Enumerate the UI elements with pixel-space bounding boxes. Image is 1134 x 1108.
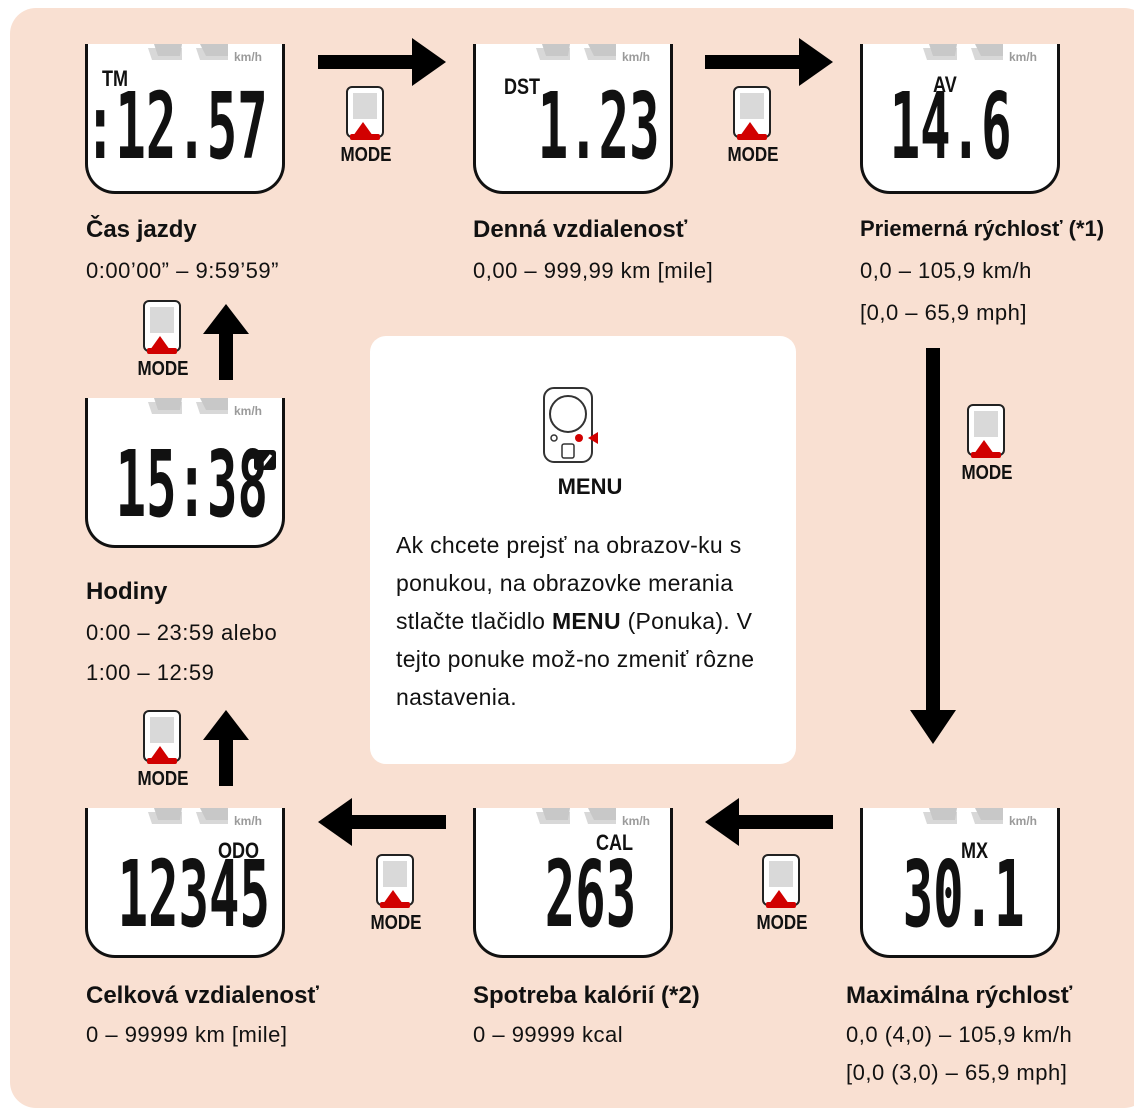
- speed-segments-icon: [536, 808, 616, 824]
- screen-label: TM: [102, 66, 129, 91]
- menu-text-after: (Ponuka). V tejto ponuke mož-no zmeniť r…: [396, 608, 755, 710]
- arrow-left-icon: [318, 798, 446, 846]
- mode-button: MODE: [128, 710, 198, 800]
- arrow-up-icon: [203, 304, 249, 380]
- arrow-right-icon: [705, 38, 833, 86]
- speed-segments-icon: [148, 808, 228, 824]
- odo-range: 0 – 99999 km [mile]: [86, 1022, 288, 1047]
- mx-screen: km/h MX 30.1: [860, 808, 1060, 958]
- screen-label: CAL: [596, 830, 634, 855]
- mx-range-mph: [0,0 (3,0) – 65,9 mph]: [846, 1060, 1068, 1085]
- menu-label: MENU: [557, 474, 623, 499]
- mx-title: Maximálna rýchlosť: [846, 982, 1073, 1009]
- mode-button: MODE: [952, 404, 1022, 494]
- tm-screen: km/h TM 0:12.57: [85, 44, 285, 194]
- mode-label: MODE: [727, 144, 779, 166]
- unit-label: km/h: [234, 814, 263, 828]
- speed-segments-icon: [923, 44, 1003, 60]
- dst-title: Denná vzdialenosť: [473, 216, 688, 243]
- tm-range: 0:00’00” – 9:59’59”: [86, 258, 279, 283]
- tm-title: Čas jazdy: [86, 216, 197, 243]
- screen-label: DST: [504, 74, 541, 99]
- odo-screen: km/h ODO 12345: [85, 808, 285, 958]
- mode-label: MODE: [137, 358, 189, 380]
- mx-range: 0,0 (4,0) – 105,9 km/h: [846, 1022, 1073, 1047]
- av-range-mph: [0,0 – 65,9 mph]: [860, 300, 1027, 325]
- screen-label: MX: [961, 838, 989, 863]
- screen-value: 15:38: [115, 431, 268, 538]
- mode-label: MODE: [961, 462, 1013, 484]
- cal-range: 0 – 99999 kcal: [473, 1022, 624, 1047]
- menu-text-bold: MENU: [551, 608, 621, 634]
- arrow-right-icon: [318, 38, 446, 86]
- screen-value: 263: [544, 841, 636, 948]
- arrow-left-icon: [705, 798, 833, 846]
- screen-value: 14.6: [890, 73, 1012, 180]
- screen-value: 30.1: [903, 841, 1025, 948]
- clock-screen: km/h 15:38: [85, 398, 285, 548]
- screen-value: 0:12.57: [85, 73, 268, 180]
- mode-label: MODE: [756, 912, 808, 934]
- mode-label: MODE: [340, 144, 392, 166]
- av-screen: km/h AV 14.6: [860, 44, 1060, 194]
- screen-label: ODO: [218, 838, 260, 863]
- screen-label: AV: [933, 72, 957, 97]
- cal-screen: km/h CAL 263: [473, 808, 673, 958]
- arrow-down-icon: [910, 348, 956, 744]
- cal-title: Spotreba kalórií (*2): [473, 982, 700, 1009]
- mode-button: MODE: [718, 86, 788, 176]
- av-range: 0,0 – 105,9 km/h: [860, 258, 1032, 283]
- mode-button: MODE: [331, 86, 401, 176]
- screen-value: 12345: [117, 841, 270, 948]
- clock-range-24h: 0:00 – 23:59 alebo: [86, 620, 278, 645]
- unit-label: km/h: [622, 50, 651, 64]
- speed-segments-icon: [148, 398, 228, 414]
- speed-segments-icon: [536, 44, 616, 60]
- mode-label: MODE: [137, 768, 189, 790]
- alarm-check-icon: [254, 450, 276, 470]
- arrow-up-icon: [203, 710, 249, 786]
- clock-range-12h: 1:00 – 12:59: [86, 660, 215, 685]
- speed-segments-icon: [148, 44, 228, 60]
- odo-title: Celková vzdialenosť: [86, 982, 319, 1009]
- menu-description: Ak chcete prejsť na obrazov-ku s ponukou…: [396, 526, 796, 716]
- unit-label: km/h: [622, 814, 651, 828]
- menu-text-before: Ak chcete prejsť na obrazov-ku s ponukou…: [396, 532, 742, 634]
- mode-label: MODE: [370, 912, 422, 934]
- mode-button: MODE: [361, 854, 431, 944]
- mode-button: MODE: [128, 300, 198, 390]
- unit-label: km/h: [234, 50, 263, 64]
- device-menu-button-icon: [543, 387, 598, 463]
- mode-button: MODE: [747, 854, 817, 944]
- av-title: Priemerná rýchlosť (*1): [860, 216, 1105, 241]
- unit-label: km/h: [1009, 814, 1038, 828]
- dst-range: 0,00 – 999,99 km [mile]: [473, 258, 714, 283]
- unit-label: km/h: [234, 404, 263, 418]
- unit-label: km/h: [1009, 50, 1038, 64]
- speed-segments-icon: [923, 808, 1003, 824]
- menu-info-card: MENU Ak chcete prejsť na obrazov-ku s po…: [370, 336, 796, 764]
- dst-screen: km/h DST 1.23: [473, 44, 673, 194]
- screen-value: 1.23: [538, 73, 660, 180]
- clock-title: Hodiny: [86, 578, 168, 605]
